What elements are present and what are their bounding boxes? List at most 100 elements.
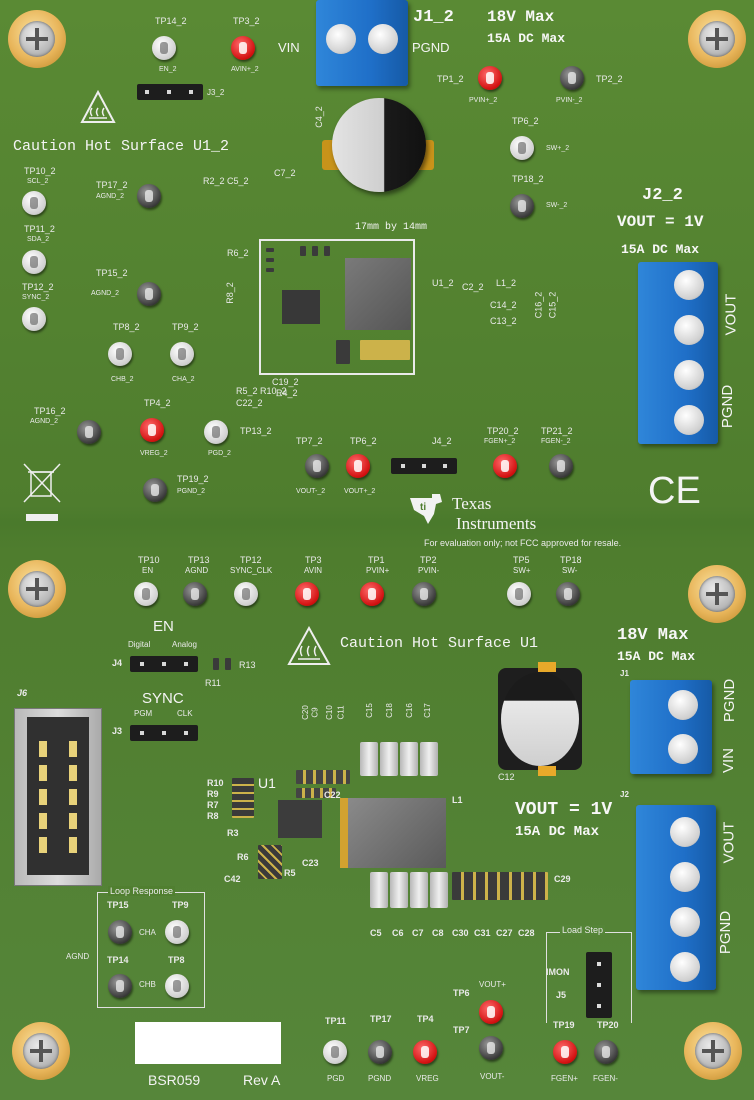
- testpoint-tp2[interactable]: [412, 582, 436, 606]
- tp13-2-label: PGD_2: [208, 450, 231, 457]
- capacitor: [410, 872, 428, 908]
- testpoint-tp17-2[interactable]: [137, 184, 161, 208]
- testpoint-tp19[interactable]: [553, 1040, 577, 1064]
- capacitor: [380, 742, 398, 776]
- tp8-2-id: TP8_2: [113, 322, 140, 332]
- testpoint-tp11[interactable]: [323, 1040, 347, 1064]
- tp12-label: SYNC_CLK: [230, 566, 273, 575]
- terminal-screw: [326, 24, 356, 54]
- c29-ref: C29: [554, 874, 571, 884]
- tp6-2-label: SW+_2: [546, 145, 570, 152]
- testpoint-tp8[interactable]: [165, 974, 189, 998]
- r9-ref: R9: [207, 789, 219, 799]
- ti-logo-line2: Instruments: [456, 514, 537, 533]
- testpoint-tp20-2[interactable]: [493, 454, 517, 478]
- tp3-id: TP3: [305, 555, 322, 565]
- j2-2-vout: VOUT = 1V: [617, 213, 704, 231]
- tp14-id: TP14: [107, 955, 129, 965]
- tp1-id: TP1: [368, 555, 385, 565]
- cap-label: C10: [324, 705, 334, 720]
- testpoint-tp6-2-sw[interactable]: [510, 136, 534, 160]
- jumper-header-j4-en[interactable]: [130, 656, 198, 672]
- tp6-2-vout-label: VOUT+_2: [344, 488, 376, 495]
- jumper-header-j3-2[interactable]: [137, 84, 203, 100]
- tp19-2-label: PGND_2: [177, 488, 206, 495]
- terminal-block-j2-2[interactable]: [638, 262, 718, 444]
- r13-ref: R13: [239, 660, 256, 670]
- testpoint-tp3-2[interactable]: [231, 36, 255, 60]
- testpoint-tp20[interactable]: [594, 1040, 618, 1064]
- testpoint-tp13-2[interactable]: [204, 420, 228, 444]
- inductor-l1-2: [345, 258, 411, 330]
- testpoint-tp7-2[interactable]: [305, 454, 329, 478]
- r4-2-ref: R4_2: [276, 388, 298, 398]
- hot-surface-warning-icon-bottom: [287, 626, 331, 665]
- testpoint-tp13[interactable]: [183, 582, 207, 606]
- c7-2-ref: C7_2: [274, 168, 296, 178]
- cap-label: C8: [432, 928, 444, 938]
- cap-label: C28: [518, 928, 535, 938]
- agnd-label: AGND: [66, 952, 90, 961]
- r8-ref: R8: [207, 811, 219, 821]
- testpoint-tp17[interactable]: [368, 1040, 392, 1064]
- cap-label: C9: [310, 707, 320, 718]
- jumper-header-j3-sync[interactable]: [130, 725, 198, 741]
- tp7-2-label: VOUT-_2: [296, 488, 326, 495]
- testpoint-tp2-2[interactable]: [560, 66, 584, 90]
- testpoint-tp15-2[interactable]: [137, 282, 161, 306]
- testpoint-tp9-2[interactable]: [170, 342, 194, 366]
- jumper-header-j4-2[interactable]: [391, 458, 457, 474]
- ribbon-connector-j6[interactable]: [14, 708, 102, 886]
- module-size-label: 17mm by 14mm: [355, 222, 428, 233]
- testpoint-tp6[interactable]: [479, 1000, 503, 1024]
- c15-2-ref: C15_2: [547, 291, 558, 319]
- j2-vout-pin: VOUT: [720, 821, 738, 864]
- testpoint-tp18[interactable]: [556, 582, 580, 606]
- terminal-block-j1[interactable]: [630, 680, 712, 774]
- testpoint-tp5[interactable]: [507, 582, 531, 606]
- jumper-header-j5[interactable]: [586, 952, 612, 1018]
- j6-ref: J6: [17, 688, 28, 698]
- testpoint-tp19-2[interactable]: [143, 478, 167, 502]
- tp18-2-id: TP18_2: [512, 174, 544, 184]
- testpoint-tp14-2[interactable]: [152, 36, 176, 60]
- testpoint-tp1[interactable]: [360, 582, 384, 606]
- sync-clk-label: CLK: [177, 709, 193, 718]
- terminal-block-j2[interactable]: [636, 805, 716, 990]
- testpoint-tp10-2[interactable]: [22, 191, 46, 215]
- testpoint-tp4[interactable]: [413, 1040, 437, 1064]
- tp6-label: VOUT+: [479, 980, 506, 989]
- tp17-2-label: AGND_2: [96, 193, 125, 200]
- c2-2-ref: C2_2: [462, 282, 484, 292]
- terminal-block-j1-2[interactable]: [316, 0, 408, 86]
- mounting-hole-bottom-left: [12, 1022, 70, 1080]
- testpoint-tp18-2[interactable]: [510, 194, 534, 218]
- testpoint-tp9[interactable]: [165, 920, 189, 944]
- testpoint-tp6-2-vout[interactable]: [346, 454, 370, 478]
- testpoint-tp15[interactable]: [108, 920, 132, 944]
- j3-ref: J3: [112, 726, 123, 736]
- r5-ref: R5: [284, 868, 296, 878]
- j1-vin-pin: VIN: [720, 747, 738, 774]
- l1-2-ref: L1_2: [496, 278, 517, 288]
- testpoint-tp14[interactable]: [108, 974, 132, 998]
- testpoint-tp10[interactable]: [134, 582, 158, 606]
- tp11-label: PGD: [327, 1074, 345, 1083]
- testpoint-tp7[interactable]: [479, 1036, 503, 1060]
- imon-label: IMON: [546, 967, 570, 977]
- testpoint-tp11-2[interactable]: [22, 250, 46, 274]
- testpoint-tp1-2[interactable]: [478, 66, 502, 90]
- testpoint-tp16-2[interactable]: [77, 420, 101, 444]
- testpoint-tp12[interactable]: [234, 582, 258, 606]
- tp3-2-label: AVIN+_2: [231, 66, 259, 73]
- testpoint-tp21-2[interactable]: [549, 454, 573, 478]
- testpoint-tp4-2[interactable]: [140, 418, 164, 442]
- board-id: BSR059: [148, 1072, 201, 1088]
- j4-ref: J4: [112, 658, 123, 668]
- testpoint-tp8-2[interactable]: [108, 342, 132, 366]
- tp21-2-label: FGEN-_2: [541, 438, 571, 445]
- testpoint-tp3[interactable]: [295, 582, 319, 606]
- testpoint-tp12-2[interactable]: [22, 307, 46, 331]
- hot-surface-warning-icon: [80, 90, 116, 123]
- capacitor-c4-2: [332, 98, 426, 192]
